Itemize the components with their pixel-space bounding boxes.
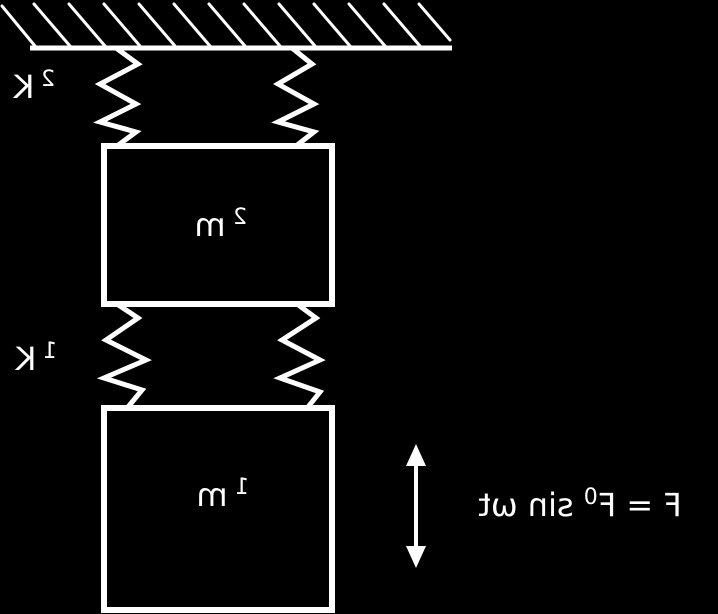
mass-m2-box	[101, 143, 335, 307]
label-k1-sub: 1	[43, 339, 57, 364]
ceiling-hatch	[0, 2, 452, 48]
label-m2-sub: 2	[233, 205, 247, 230]
label-force-sub: 0	[584, 485, 598, 510]
label-k2: K 2	[12, 67, 55, 106]
spring-k2-left	[93, 45, 143, 149]
double-headed-vertical-arrow-icon	[406, 444, 426, 568]
label-k1-main: K	[14, 340, 36, 378]
label-m2-main: m	[194, 206, 225, 244]
label-m1: m 1	[196, 475, 249, 514]
label-m1-main: m	[196, 476, 227, 514]
spring-k1-left	[96, 301, 152, 409]
spring-k1-right	[273, 301, 326, 409]
label-k2-sub: 2	[41, 67, 55, 92]
svg-text:F = F0 sin ωt: F = F0 sin ωt	[478, 485, 682, 524]
label-force: F = F0 sin ωt	[478, 485, 682, 524]
label-m2: m 2	[194, 205, 247, 244]
label-k2-main: K	[12, 68, 34, 106]
spring-k2-right	[271, 46, 320, 148]
label-force-tail: sin ωt	[478, 486, 584, 524]
label-force-main: F = F	[598, 486, 682, 524]
label-k1: K 1	[14, 339, 57, 378]
mass-m1-box	[101, 405, 335, 613]
label-m1-sub: 1	[235, 475, 249, 500]
